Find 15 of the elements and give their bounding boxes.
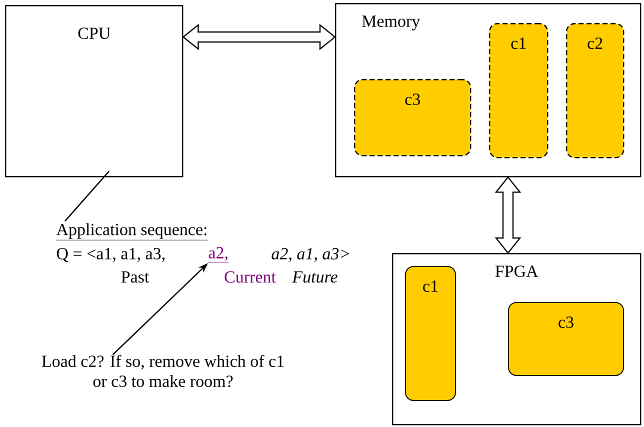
configuration-block: c1	[489, 23, 548, 158]
configuration-block: c3	[508, 302, 624, 376]
configuration-block: c2	[566, 23, 624, 158]
cpu-box: CPU	[5, 5, 184, 178]
sequence-text: a2, a1, a3>	[272, 248, 350, 262]
sequence-heading: Application sequence:	[56, 223, 208, 240]
configuration-block: c1	[405, 266, 456, 401]
leader-line	[64, 170, 110, 222]
sequence-text: Q = <a1, a1, a3,	[56, 248, 164, 262]
configuration-block: c3	[354, 79, 472, 156]
current-label: Current	[224, 271, 276, 283]
question-text: Load c2? If so, remove which of c1 or c3 to make room?	[42, 354, 284, 388]
past-label: Past	[121, 271, 150, 283]
future-label: Future	[292, 271, 338, 283]
current-item: a2,	[208, 247, 229, 263]
